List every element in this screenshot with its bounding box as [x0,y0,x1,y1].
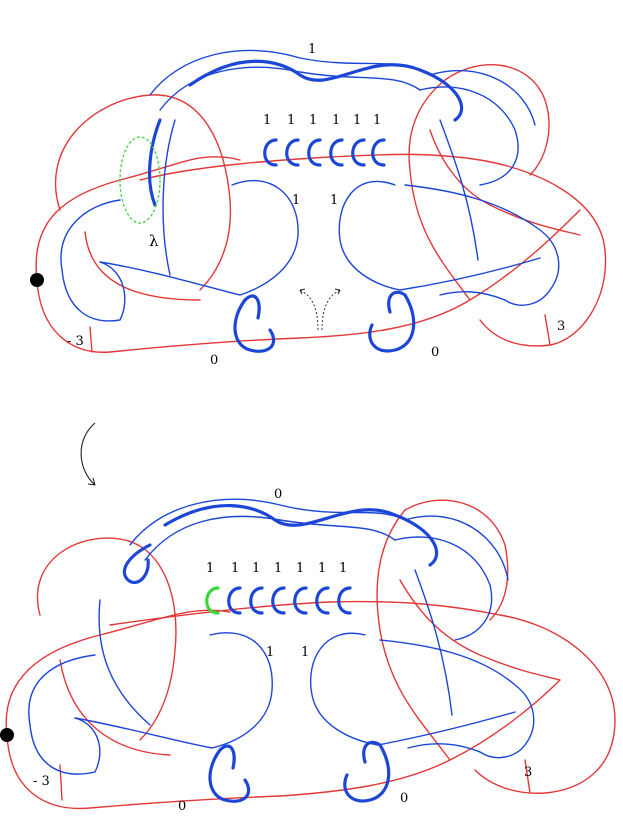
top-c-component-3 [307,138,322,167]
bottom-blue-thin-curves [28,498,535,775]
bottom-framing-label-7: 1 [339,561,347,576]
top-twist-label-right: 3 [557,319,565,334]
top-framing-label-5: 1 [353,113,361,128]
top-framing-label-3: 1 [309,113,317,128]
bottom-blue-c-row [205,586,352,615]
bottom-c-component-5 [315,586,330,615]
bottom-framing-label-5: 1 [296,561,304,576]
top-blue-thick-curves [147,59,464,353]
top-c-component-2 [285,138,300,167]
top-framing-label-6: 1 [373,113,381,128]
bottom-c-component-4 [293,586,308,615]
bottom-framing-label-6: 1 [318,561,326,576]
bottom-red-curves [5,499,616,810]
top-dashed-arrows [299,288,341,331]
transition-arrow [80,422,96,486]
bottom-blue-thick-curves [122,504,439,803]
top-c-component-1 [263,138,278,167]
bottom-framing-label-top: 0 [274,487,282,502]
bottom-twist-label-left: - 3 [33,774,50,789]
top-framing-label-2: 1 [287,113,295,128]
top-basepoint-dot [30,273,44,287]
top-framing-label-bottom-left: 0 [210,353,218,368]
bottom-framing-label-mid-left: 1 [266,645,274,660]
bottom-framing-label-2: 1 [231,561,239,576]
bottom-c-component-1 [227,586,242,615]
bottom-c-component-3 [271,586,286,615]
top-lambda-label: λ [149,232,159,250]
bottom-framing-label-1: 1 [206,561,214,576]
bottom-framing-label-3: 1 [252,561,260,576]
top-framing-label-mid-right: 1 [330,193,338,208]
top-c-component-6 [371,138,386,167]
bottom-framing-label-bottom-left: 0 [178,799,186,814]
bottom-basepoint-dot [0,728,14,742]
top-lambda-curve [119,136,161,224]
top-framing-label-bottom-right: 0 [431,345,439,360]
top-twist-label-left: - 3 [67,334,84,349]
bottom-framing-label-bottom-right: 0 [400,791,408,806]
bottom-c-component-2 [249,586,264,615]
top-blue-c-row [263,138,386,167]
top-c-component-4 [329,138,344,167]
bottom-framing-label-4: 1 [274,561,282,576]
top-framing-label-1: 1 [263,113,271,128]
top-red-curves [35,64,607,353]
top-framing-label-top: 1 [308,42,316,57]
top-framing-label-mid-left: 1 [292,193,300,208]
top-framing-label-4: 1 [332,113,340,128]
top-blue-thin-curves [60,49,560,322]
bottom-c-component-green [205,586,220,615]
top-c-component-5 [351,138,366,167]
bottom-framing-label-mid-right: 1 [301,645,309,660]
bottom-c-component-6 [337,586,352,615]
bottom-twist-label-right: 3 [524,765,532,780]
